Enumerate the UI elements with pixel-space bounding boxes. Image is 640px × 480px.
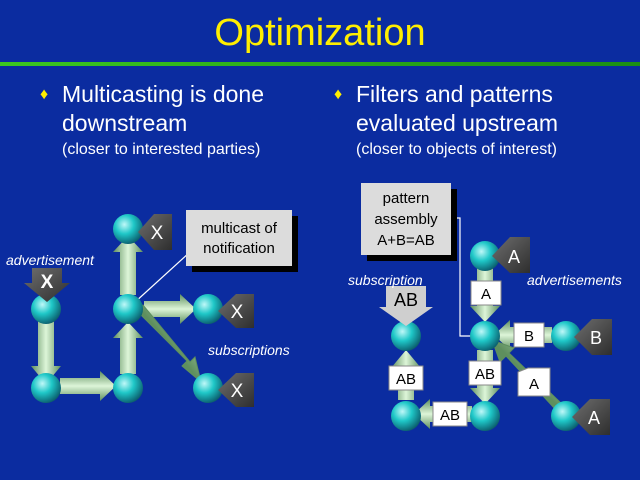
right-tag-ab-bottom-label: AB xyxy=(440,407,460,424)
left-node-hub xyxy=(113,294,143,324)
left-subscriber-marker-top-label: X xyxy=(151,223,164,244)
right-bullet-line1: Filters and patterns xyxy=(356,81,553,107)
slide-title: Optimization xyxy=(214,12,426,54)
left-bullet: ♦ Multicasting is done downstream (close… xyxy=(40,80,264,161)
right-callout-line2: assembly xyxy=(374,211,438,228)
right-advertisements-label: advertisements xyxy=(527,272,622,288)
right-tag-b xyxy=(513,322,545,348)
right-subscription-marker-label: AB xyxy=(394,290,418,310)
left-arrow-right-middle xyxy=(144,294,196,324)
right-tag-ab-left xyxy=(388,365,424,391)
right-node-bottom-middle xyxy=(470,401,500,431)
right-tag-a-top xyxy=(470,280,502,306)
left-subscriptions-label: subscriptions xyxy=(208,342,290,358)
right-tag-ab-middle xyxy=(468,360,502,386)
right-tag-a-diagonal-label: A xyxy=(529,376,539,393)
right-tag-ab-bottom xyxy=(432,401,468,427)
right-advertisement-marker-top-label: A xyxy=(508,247,520,267)
right-callout-line3: A+B=AB xyxy=(377,232,435,249)
right-bullet-line2: evaluated upstream xyxy=(356,110,559,136)
right-callout-line1: pattern xyxy=(383,190,430,207)
right-node-hub xyxy=(470,321,500,351)
left-callout-line2: notification xyxy=(203,240,275,257)
left-node-right xyxy=(193,294,223,324)
left-subscriber-marker-right xyxy=(218,294,254,328)
left-callout-pointer xyxy=(133,251,191,304)
right-diagram: AB A B A A B AB AB AB A subscription adv xyxy=(348,183,622,435)
right-advertisement-marker-b-label: B xyxy=(590,328,602,348)
left-arrow-right-bottom xyxy=(60,371,116,401)
left-node-bottom-middle xyxy=(113,373,143,403)
left-arrow-up-top xyxy=(113,236,143,295)
left-node-top xyxy=(113,214,143,244)
right-node-subscriber xyxy=(391,321,421,351)
right-tag-b-label: B xyxy=(524,328,534,345)
right-subscription-marker xyxy=(379,286,433,326)
right-advertisement-marker-bottom-label: A xyxy=(588,408,600,428)
left-node-advertiser xyxy=(31,294,61,324)
right-tag-a-top-label: A xyxy=(481,286,491,303)
left-arrow-up-middle xyxy=(113,322,143,374)
left-subscriber-marker-bottom-label: X xyxy=(231,381,244,402)
right-node-bottom-left xyxy=(391,401,421,431)
left-diagram: X X X X advertisement subscriptions mult… xyxy=(6,210,298,407)
title-divider xyxy=(0,62,640,66)
right-advertisement-marker-b xyxy=(574,319,612,355)
right-tag-ab-left-label: AB xyxy=(396,371,416,388)
left-callout-box xyxy=(186,210,292,266)
right-bullet-subtext: (closer to objects of interest) xyxy=(356,141,557,158)
right-advertisement-marker-bottom xyxy=(572,399,610,435)
left-bullet-subtext: (closer to interested parties) xyxy=(62,141,261,158)
left-arrow-diagonal xyxy=(136,304,202,384)
left-subscriber-marker-bottom xyxy=(218,373,254,407)
left-advertisement-marker xyxy=(24,268,70,302)
left-node-bottom-right xyxy=(193,373,223,403)
bullet-diamond-icon: ♦ xyxy=(40,86,49,103)
left-bullet-line2: downstream xyxy=(62,110,188,136)
bullet-diamond-icon: ♦ xyxy=(334,86,343,103)
right-subscription-label: subscription xyxy=(348,272,423,288)
right-node-top xyxy=(470,241,500,271)
right-tag-a-diagonal xyxy=(517,367,551,397)
left-subscriber-marker-right-label: X xyxy=(231,302,244,323)
right-node-bottom-right xyxy=(551,401,581,431)
right-callout-box xyxy=(361,183,451,255)
right-node-b xyxy=(551,321,581,351)
right-bullet: ♦ Filters and patterns evaluated upstrea… xyxy=(334,80,559,161)
left-callout-line1: multicast of xyxy=(201,220,278,237)
left-bullet-line1: Multicasting is done xyxy=(62,81,264,107)
left-node-bottom-left xyxy=(31,373,61,403)
right-advertisement-marker-top xyxy=(492,237,530,273)
left-arrow-down xyxy=(31,318,61,384)
left-advertisement-label: advertisement xyxy=(6,252,95,268)
left-subscriber-marker-top xyxy=(138,214,172,250)
right-tag-ab-middle-label: AB xyxy=(475,366,495,383)
left-advertisement-marker-label: X xyxy=(41,272,54,293)
